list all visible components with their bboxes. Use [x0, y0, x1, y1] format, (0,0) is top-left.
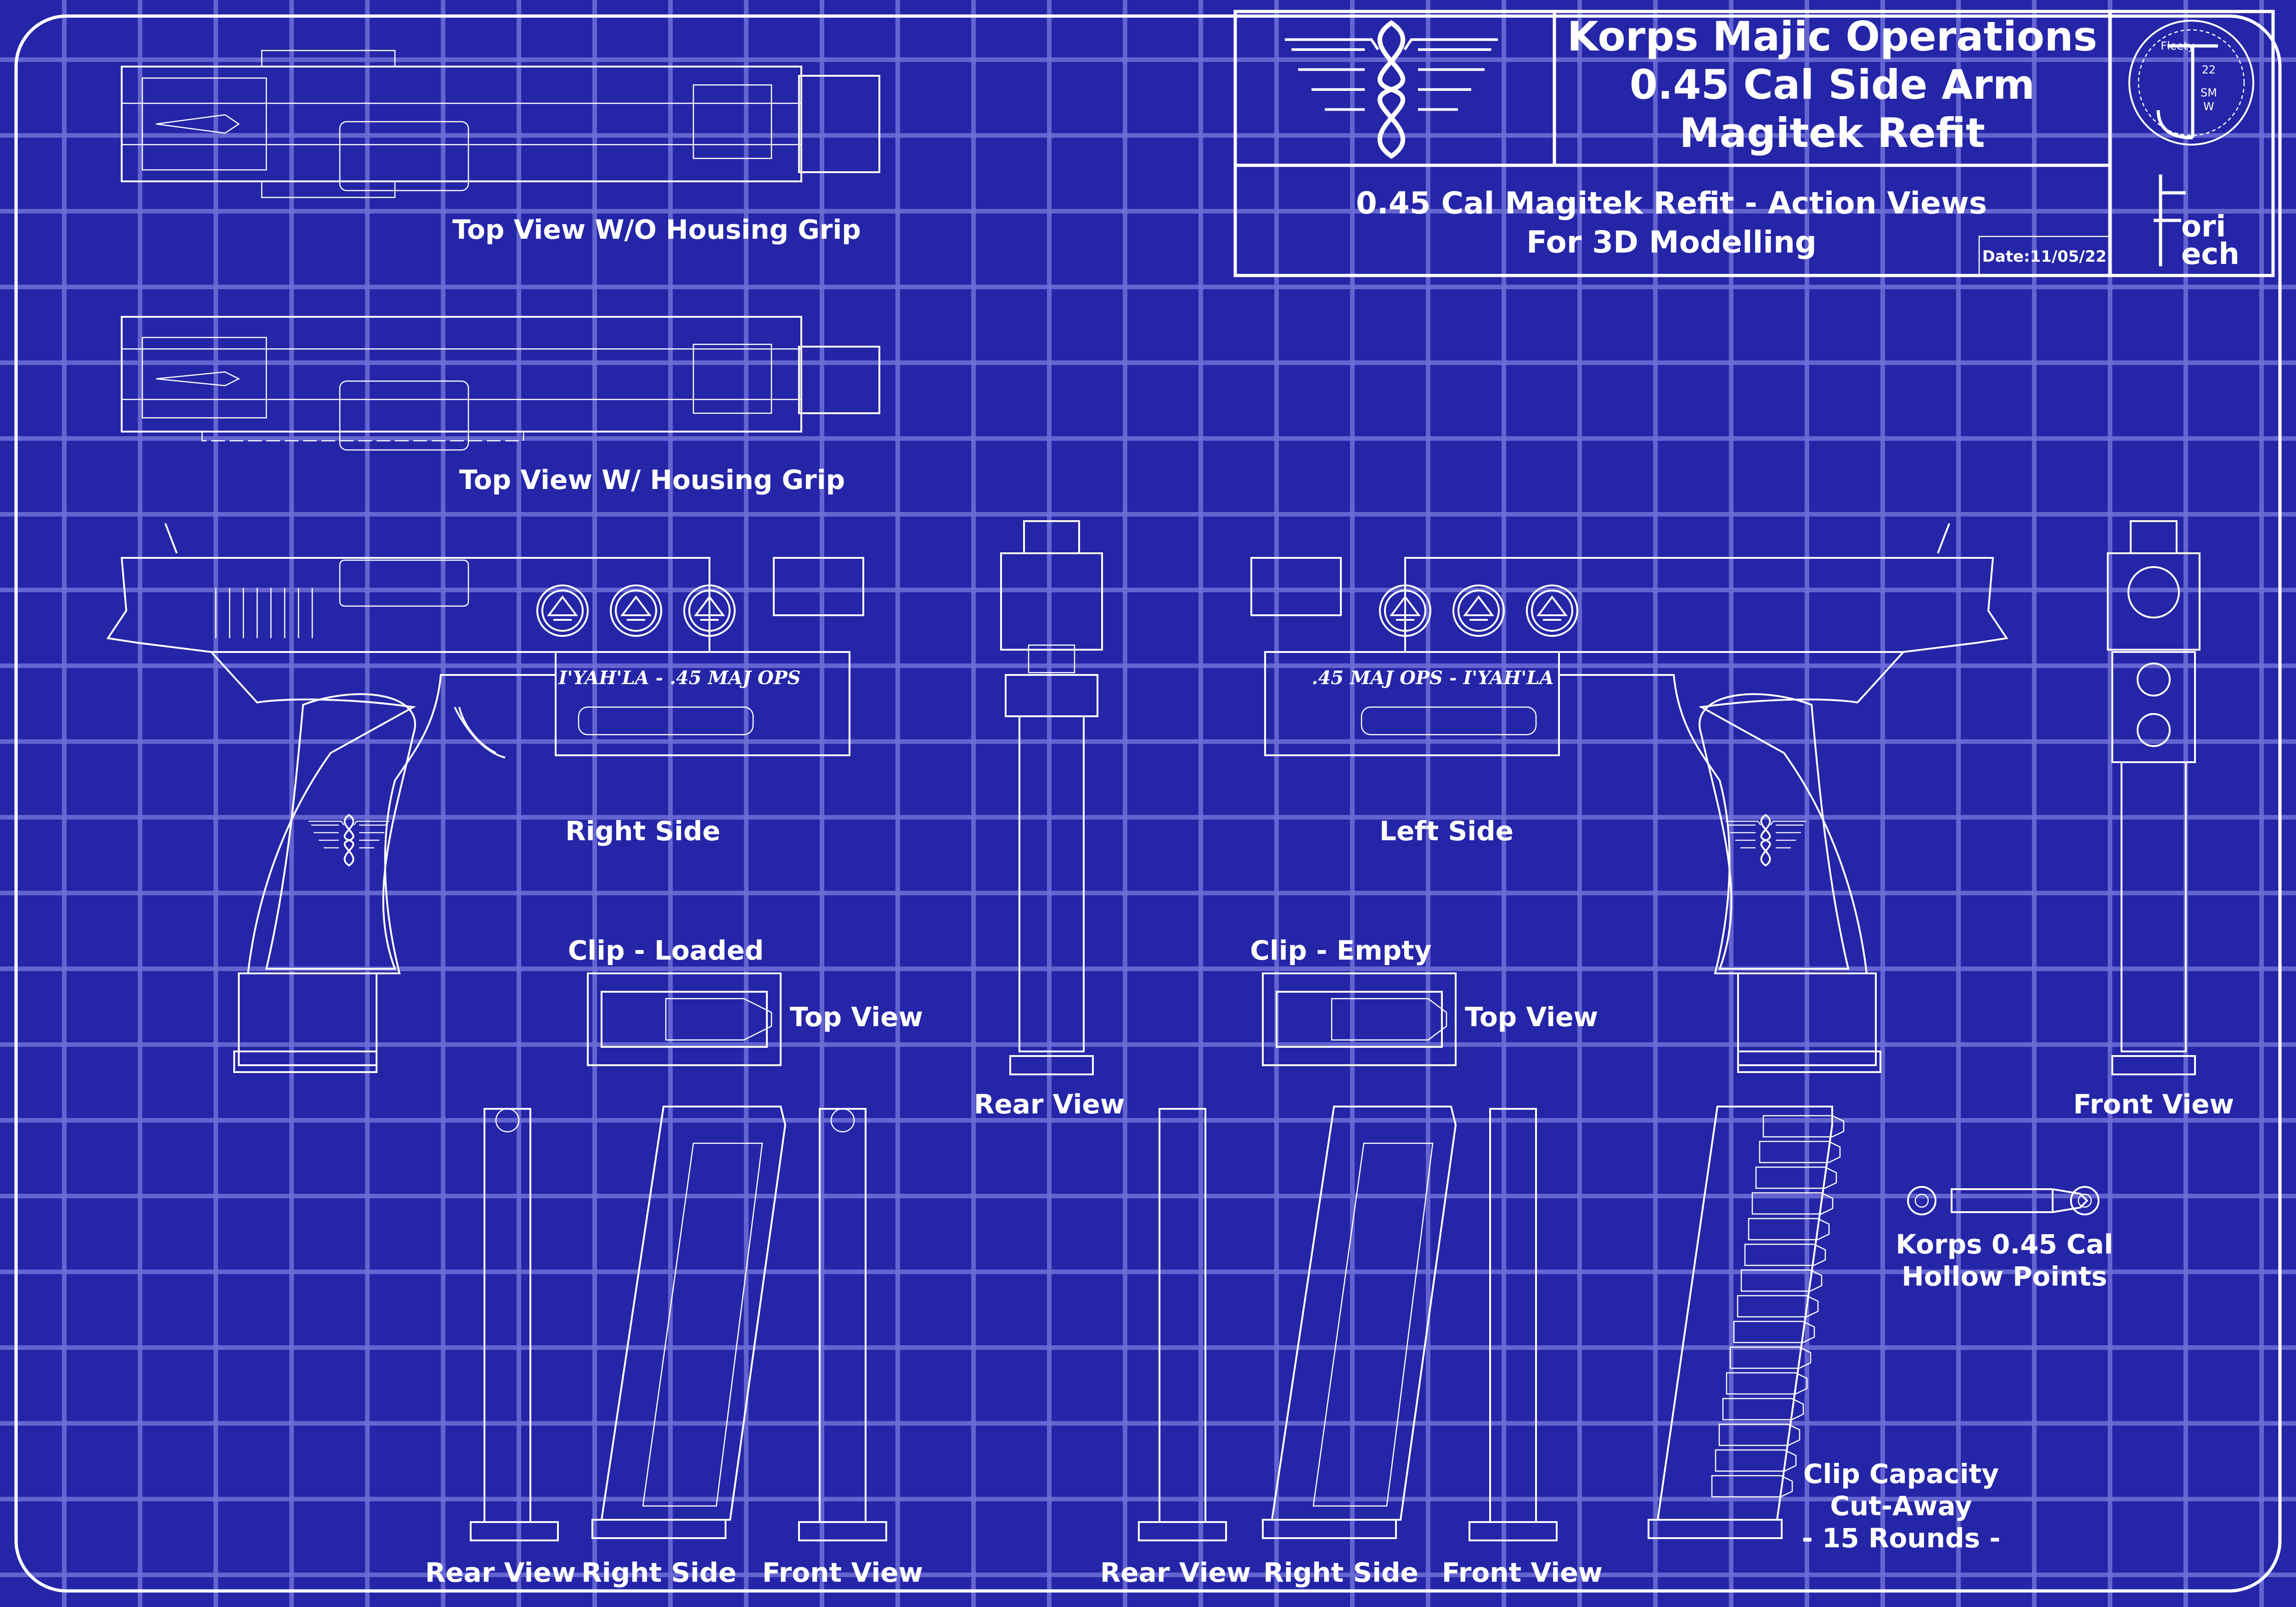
clip-empty-front-view: [1469, 1108, 1558, 1541]
pistol-rear-view: [1000, 520, 1103, 1075]
clip-cutaway: [1648, 1106, 1845, 1539]
sheet-border: [14, 14, 2282, 1593]
left-side-engraving: .45 MAJ OPS - I'YAH'LA: [1311, 667, 1553, 689]
capacity-label-1: Clip Capacity: [1803, 1458, 1999, 1489]
clip-empty-rear-view: [1138, 1108, 1227, 1541]
clip-loaded-label: Clip - Loaded: [568, 935, 764, 966]
left-side-label: Left Side: [1379, 815, 1514, 847]
stamp-initials-2: W: [2203, 100, 2214, 113]
right-side-engraving: I'YAH'LA - .45 MAJ OPS: [558, 667, 800, 689]
clip-empty-top-view: [1262, 972, 1457, 1066]
top-view-no-grip-label: Top View W/O Housing Grip: [452, 214, 861, 245]
ammo-label-1: Korps 0.45 Cal: [1896, 1229, 2113, 1260]
title-line-1: Korps Majic Operations: [1567, 13, 2098, 60]
title-block: Korps Majic Operations 0.45 Cal Side Arm…: [1233, 10, 2275, 277]
title-line-2: 0.45 Cal Side Arm: [1630, 61, 2035, 108]
title-line-3: Magitek Refit: [1679, 109, 1985, 157]
clip-empty-top-label: Top View: [1465, 1001, 1598, 1033]
clip-loaded-top-label: Top View: [790, 1001, 923, 1033]
subtitle-line-1: 0.45 Cal Magitek Refit - Action Views: [1356, 185, 1987, 221]
empty-rear-view-label: Rear View: [1100, 1557, 1251, 1588]
empty-front-view-label: Front View: [1442, 1557, 1603, 1588]
pistol-front-view: [2107, 520, 2200, 1075]
fleety-stamp-icon: Fleety 22 SM W: [2128, 20, 2254, 146]
gun-rear-view-label: Rear View: [974, 1089, 1125, 1120]
stamp-initials-1: SM: [2200, 86, 2217, 99]
clip-empty-right-side: [1262, 1106, 1457, 1539]
fori-tech-logo: ori ech: [2154, 174, 2240, 271]
loaded-right-side-label: Right Side: [581, 1557, 737, 1588]
pistol-right-side: [106, 523, 864, 1073]
logo-line-1: ori: [2181, 210, 2226, 244]
clip-loaded-right-side: [591, 1106, 787, 1539]
right-side-label: Right Side: [565, 815, 720, 847]
clip-loaded-rear-view: [470, 1108, 559, 1541]
top-view-no-grip: [121, 50, 880, 198]
gun-front-view-label: Front View: [2073, 1089, 2234, 1120]
stamp-year: 22: [2202, 63, 2216, 76]
clip-empty-label: Clip - Empty: [1250, 935, 1431, 966]
top-view-grip-label: Top View W/ Housing Grip: [459, 464, 845, 495]
date-label: Date:11/05/22: [1982, 247, 2107, 266]
loaded-rear-view-label: Rear View: [425, 1557, 576, 1588]
subtitle-line-2: For 3D Modelling: [1526, 225, 1817, 260]
capacity-label-2: Cut-Away: [1830, 1490, 1972, 1522]
capacity-label-3: - 15 Rounds -: [1802, 1523, 2001, 1554]
ammo-label-2: Hollow Points: [1902, 1261, 2107, 1292]
loaded-front-view-label: Front View: [762, 1557, 923, 1588]
clip-loaded-top-view: [587, 972, 782, 1066]
stamp-top: Fleety: [2161, 39, 2195, 52]
clip-loaded-front-view: [798, 1108, 887, 1541]
empty-right-side-label: Right Side: [1263, 1557, 1418, 1588]
pistol-left-side: [1250, 523, 2009, 1073]
logo-line-2: ech: [2181, 237, 2240, 271]
hollow-point-round-icon: [1907, 1186, 2099, 1215]
top-view-with-grip: [121, 316, 880, 451]
